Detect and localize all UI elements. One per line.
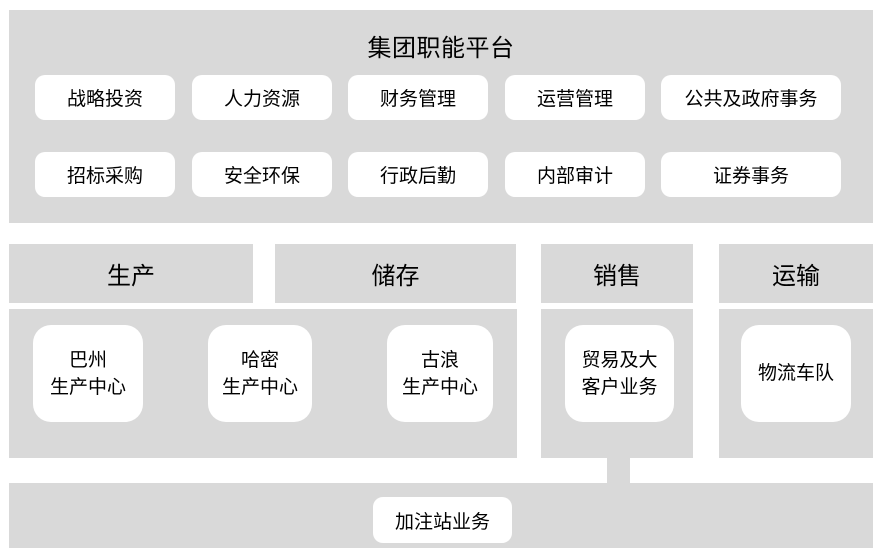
dept-box-internal-audit: 内部审计 (505, 152, 645, 197)
unit-card-line: 巴州 (68, 349, 107, 371)
chain-header-label: 生产 (107, 263, 155, 290)
chain-header-label: 运输 (772, 263, 820, 290)
unit-card-gulang-production-center: 古浪 生产中心 (387, 325, 493, 422)
dept-label: 运营管理 (536, 89, 613, 110)
unit-card-line: 生产中心 (49, 376, 126, 398)
unit-card-logistics-fleet: 物流车队 (741, 325, 851, 422)
chain-header-label: 销售 (593, 263, 641, 290)
chain-header-transport: 运输 (719, 244, 873, 303)
dept-box-administration-logistics: 行政后勤 (348, 152, 488, 197)
dept-label: 行政后勤 (379, 166, 456, 187)
group-platform-panel: 集团职能平台 战略投资 人力资源 财务管理 运营管理 公共及政府事务 招标采购 … (9, 10, 873, 223)
dept-label: 财务管理 (379, 89, 456, 110)
dept-box-bidding-procurement: 招标采购 (35, 152, 175, 197)
unit-card-line: 生产中心 (401, 376, 478, 398)
dept-box-public-government-affairs: 公共及政府事务 (661, 75, 841, 120)
dept-box-strategic-investment: 战略投资 (35, 75, 175, 120)
unit-card-line: 客户业务 (581, 376, 658, 398)
unit-card-trade-key-accounts: 贸易及大 客户业务 (565, 325, 674, 422)
dept-label: 招标采购 (66, 166, 143, 187)
unit-card-line: 贸易及大 (581, 349, 658, 371)
dept-label: 人力资源 (223, 89, 300, 110)
unit-card-line: 加注站业务 (394, 511, 490, 533)
chain-header-sales: 销售 (541, 244, 693, 303)
unit-card-line: 古浪 (420, 349, 459, 371)
unit-card-hami-production-center: 哈密 生产中心 (208, 325, 312, 422)
unit-card-bazhou-production-center: 巴州 生产中心 (33, 325, 143, 422)
dept-label: 证券事务 (712, 166, 789, 187)
platform-title: 集团职能平台 (367, 35, 515, 62)
chain-header-production: 生产 (9, 244, 253, 303)
dept-label: 公共及政府事务 (684, 89, 818, 110)
connector-stem (607, 458, 630, 484)
dept-box-safety-environment: 安全环保 (192, 152, 332, 197)
chain-header-label: 储存 (371, 263, 420, 290)
dept-box-human-resources: 人力资源 (192, 75, 332, 120)
dept-label: 内部审计 (536, 166, 613, 187)
unit-card-line: 物流车队 (757, 363, 834, 384)
dept-box-operations: 运营管理 (505, 75, 645, 120)
dept-label: 安全环保 (223, 166, 300, 187)
chain-header-storage: 储存 (275, 244, 516, 303)
unit-card-line: 生产中心 (221, 376, 298, 398)
unit-card-line: 哈密 (240, 349, 279, 371)
dept-box-securities-affairs: 证券事务 (661, 152, 841, 197)
dept-label: 战略投资 (66, 89, 143, 110)
unit-card-refueling-station-business: 加注站业务 (373, 497, 512, 543)
dept-box-finance: 财务管理 (348, 75, 488, 120)
